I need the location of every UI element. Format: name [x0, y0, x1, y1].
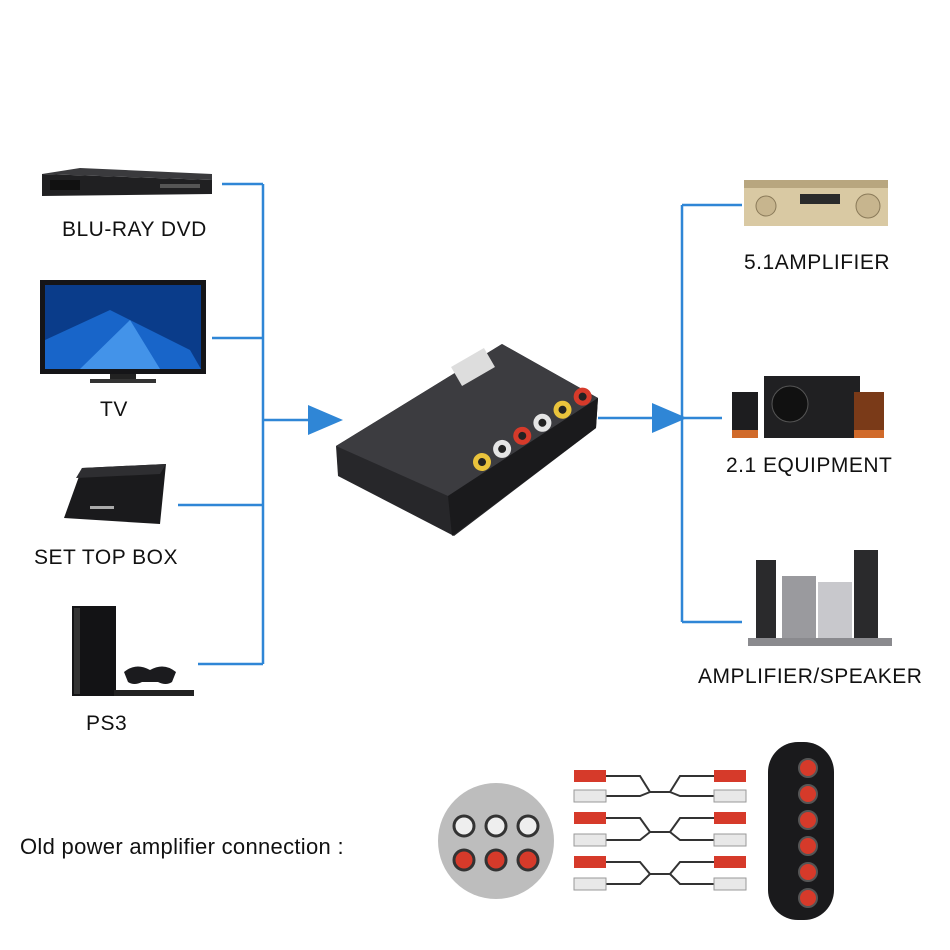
rca-cables-icon [570, 766, 748, 896]
speaker-2-1-icon [728, 372, 888, 444]
hifi-speaker-icon [748, 546, 894, 650]
ps3-label: PS3 [86, 712, 128, 735]
line-in-panel-icon [434, 782, 558, 900]
output-jack-panel-icon [766, 740, 836, 922]
set-top-box-label: SET TOP BOX [34, 546, 179, 569]
equipment-label: 2.1 EQUIPMENT [726, 454, 893, 477]
old-connection-caption: Old power amplifier connection : [20, 834, 344, 859]
bluray-player-icon [40, 166, 215, 202]
tv-icon [40, 280, 208, 386]
ps3-console-icon [64, 604, 198, 699]
amp-speaker-label: AMPLIFIER/SPEAKER [698, 665, 923, 688]
set-top-box-icon [62, 460, 172, 530]
tv-label: TV [100, 398, 128, 421]
amplifier-icon [744, 176, 890, 232]
bluray-label: BLU-RAY DVD [62, 218, 207, 241]
audio-decoder-device [334, 336, 602, 542]
amplifier-label: 5.1AMPLIFIER [744, 251, 891, 274]
